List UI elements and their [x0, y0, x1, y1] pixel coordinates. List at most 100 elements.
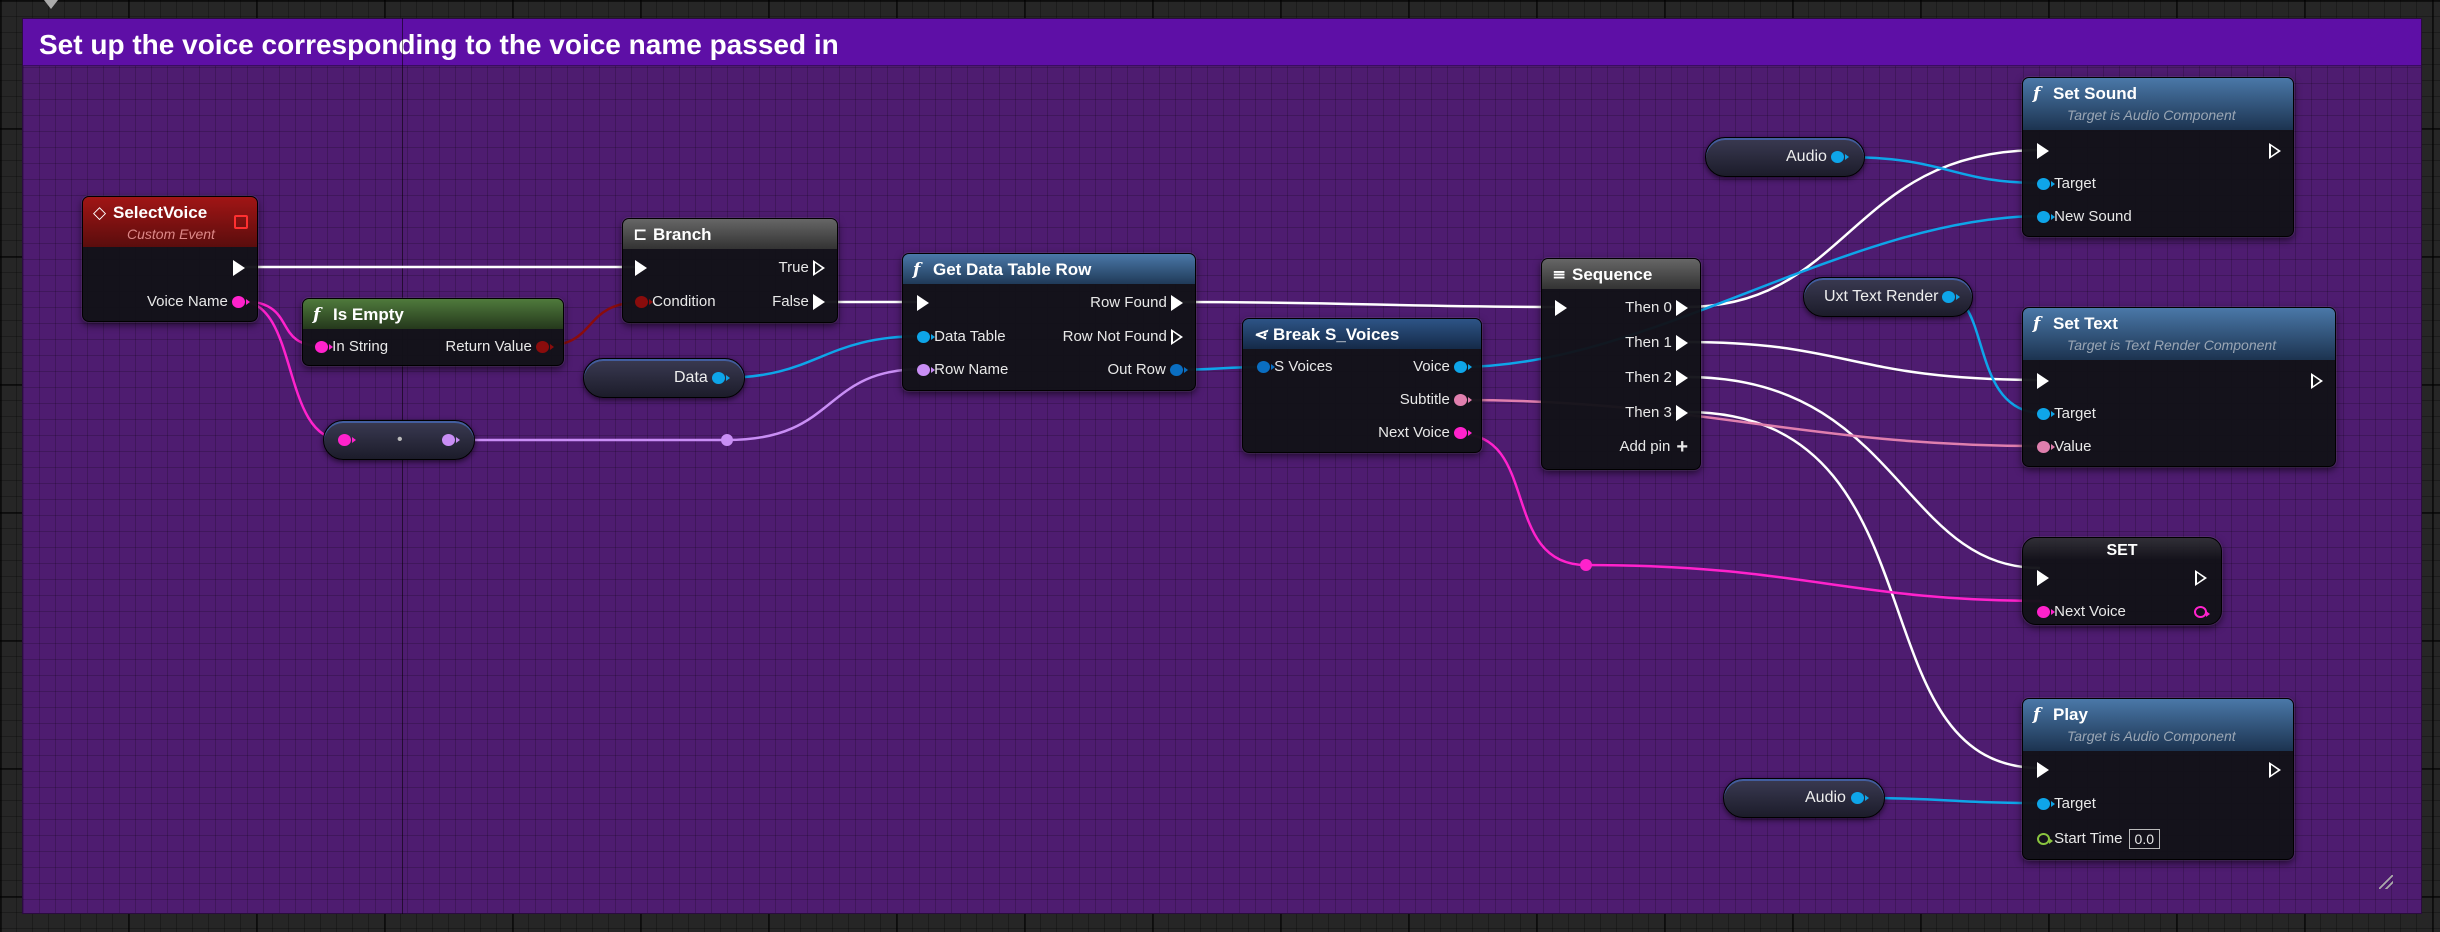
pin-next-voice-out[interactable]	[2194, 602, 2210, 622]
node-header[interactable]: ⊏Branch	[623, 219, 837, 249]
pin-data-table[interactable]: Data Table	[917, 327, 1006, 347]
node-subtitle: Target is Audio Component	[2067, 728, 2236, 744]
pin-exec-in[interactable]	[635, 258, 647, 278]
pin-voice[interactable]: Voice	[1413, 357, 1472, 377]
pin-in-string[interactable]: In String	[315, 337, 388, 357]
pin-exec-out[interactable]	[2269, 141, 2281, 161]
variable-audio[interactable]: Audio	[1705, 137, 1865, 177]
function-icon: f	[913, 260, 921, 280]
delegate-pin-icon[interactable]	[234, 215, 248, 229]
pin-subtitle[interactable]: Subtitle	[1400, 390, 1472, 410]
pin-exec-in[interactable]	[1555, 298, 1567, 318]
event-diamond-icon: ◇	[93, 203, 107, 223]
node-select-voice[interactable]: ◇SelectVoice Custom Event Voice Name	[82, 196, 258, 322]
pin-s-voices[interactable]: S Voices	[1257, 357, 1333, 377]
node-header[interactable]: ◇SelectVoice Custom Event	[83, 197, 257, 247]
pin-then-0[interactable]: Then 0	[1625, 298, 1688, 318]
text-pin-icon	[2037, 441, 2055, 454]
pin-out-row[interactable]: Out Row	[1107, 360, 1188, 380]
object-pin-icon[interactable]	[1851, 792, 1869, 804]
pin-exec-in[interactable]	[2037, 141, 2049, 161]
node-title: Set Text	[2053, 314, 2118, 333]
pin-voice-name[interactable]: Voice Name	[147, 292, 250, 312]
node-title: Is Empty	[333, 305, 404, 324]
pin-true[interactable]: True	[779, 258, 825, 278]
variable-uxt-text-render[interactable]: Uxt Text Render	[1803, 277, 1973, 317]
string-pin-icon[interactable]	[338, 434, 356, 446]
function-icon: f	[2033, 314, 2041, 334]
object-pin-icon[interactable]	[1942, 291, 1960, 303]
pin-label: Row Name	[934, 361, 1009, 379]
pin-exec-in[interactable]	[2037, 760, 2049, 780]
node-break-s-voices[interactable]: ⋖Break S_Voices S Voices Voice Subtitle …	[1242, 318, 1482, 453]
exec-pin-icon	[1171, 329, 1183, 346]
reroute-string-node[interactable]: •	[323, 420, 475, 460]
name-pin-icon[interactable]	[442, 434, 460, 446]
string-pin-icon	[315, 341, 333, 354]
exec-pin-icon	[1676, 335, 1688, 352]
pin-row-not-found[interactable]: Row Not Found	[1063, 327, 1183, 347]
float-pin-icon	[2037, 833, 2053, 846]
node-set-next-voice[interactable]: SET Next Voice	[2022, 537, 2222, 625]
object-pin-icon	[2037, 178, 2055, 191]
exec-pin-icon	[233, 260, 245, 277]
node-title: Break S_Voices	[1273, 325, 1400, 344]
pin-exec-out[interactable]	[2195, 568, 2207, 588]
comment-resize-grip-icon[interactable]	[2379, 875, 2393, 889]
pin-target[interactable]: Target	[2037, 174, 2096, 194]
grid-major-line	[402, 18, 403, 914]
node-header[interactable]: ⋖Break S_Voices	[1243, 319, 1481, 349]
pin-exec-out[interactable]	[2269, 760, 2281, 780]
pin-label: In String	[332, 338, 389, 356]
object-pin-icon[interactable]	[1831, 151, 1849, 163]
variable-audio[interactable]: Audio	[1723, 778, 1885, 818]
pin-exec-out[interactable]	[2311, 371, 2323, 391]
node-branch[interactable]: ⊏Branch True Condition False	[622, 218, 838, 323]
node-header[interactable]: ≡Sequence	[1542, 259, 1700, 289]
pin-exec-in[interactable]	[2037, 371, 2049, 391]
pin-new-sound[interactable]: New Sound	[2037, 207, 2132, 227]
pin-next-voice-in[interactable]: Next Voice	[2037, 602, 2126, 622]
node-title: Sequence	[1572, 265, 1653, 284]
pin-return-value[interactable]: Return Value	[445, 337, 554, 357]
exec-pin-icon	[2311, 373, 2323, 390]
pin-row-found[interactable]: Row Found	[1090, 293, 1183, 313]
pin-condition[interactable]: Condition	[635, 292, 716, 312]
branch-icon: ⊏	[633, 225, 648, 245]
object-pin-icon[interactable]	[712, 372, 730, 384]
comment-header[interactable]: Set up the voice corresponding to the vo…	[23, 19, 2421, 66]
node-header[interactable]: SET	[2023, 538, 2221, 560]
pin-label: Target	[2054, 175, 2096, 193]
exec-pin-icon	[1171, 295, 1183, 312]
pin-label: Target	[2054, 795, 2096, 813]
pin-target[interactable]: Target	[2037, 404, 2096, 424]
pin-value[interactable]: Value	[2037, 437, 2091, 457]
pin-then-1[interactable]: Then 1	[1625, 333, 1688, 353]
pin-exec-out[interactable]	[233, 258, 245, 278]
add-pin-button[interactable]: Add pin+	[1619, 437, 1688, 457]
object-pin-icon	[1454, 361, 1472, 374]
start-time-input[interactable]: 0.0	[2128, 829, 2160, 850]
pin-exec-in[interactable]	[917, 293, 929, 313]
pin-label: S Voices	[1274, 358, 1333, 376]
node-sequence[interactable]: ≡Sequence Then 0 Then 1 Then 2 Then 3 Ad…	[1541, 258, 1701, 470]
pin-exec-in[interactable]	[2037, 568, 2049, 588]
pin-target[interactable]: Target	[2037, 794, 2096, 814]
pin-false[interactable]: False	[772, 292, 825, 312]
variable-data[interactable]: Data	[583, 358, 745, 398]
pin-next-voice[interactable]: Next Voice	[1378, 423, 1472, 443]
pin-row-name[interactable]: Row Name	[917, 360, 1008, 380]
pin-then-3[interactable]: Then 3	[1625, 403, 1688, 423]
pin-then-2[interactable]: Then 2	[1625, 368, 1688, 388]
